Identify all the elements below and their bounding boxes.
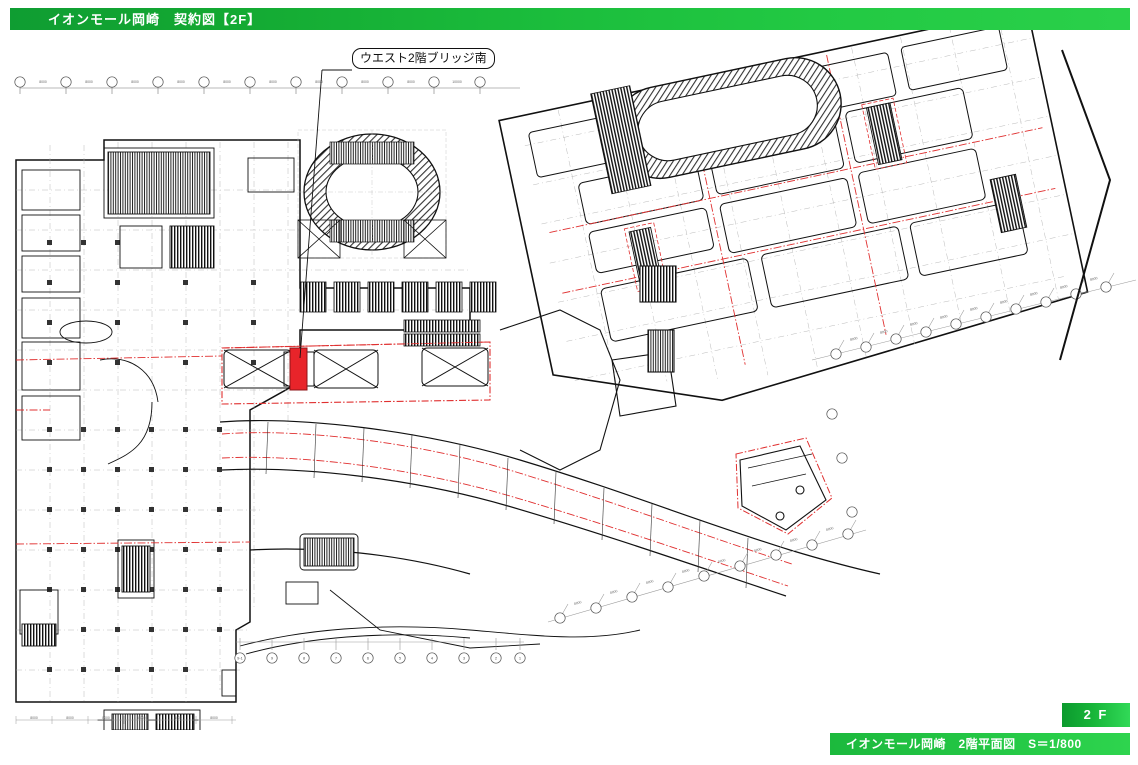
svg-text:7: 7 [335,656,338,661]
lease-unit-band[interactable] [221,319,491,405]
svg-text:9-1: 9-1 [237,656,244,661]
floor-badge-label: 2 F [1083,707,1109,722]
svg-text:8000: 8000 [223,80,231,84]
mall-lease-lines [15,341,793,587]
north-parking-ramp [590,56,842,195]
svg-text:8000: 8000 [269,80,277,84]
highlighted-contract-unit[interactable] [289,347,308,391]
svg-text:8000: 8000 [1060,284,1068,290]
callout-label: ウエスト2階ブリッジ南 [352,48,495,69]
svg-text:8000: 8000 [682,568,690,574]
svg-text:8000: 8000 [610,589,618,595]
lower-right-diagonal-axis: 8000 8000 8000 8000 8000 8000 8000 8000 [547,519,867,624]
south-entry-lease [735,437,833,535]
floor-plan-drawing[interactable]: 8000 8000 8000 8000 8000 8000 8000 8000 8000 1… [0,30,1138,730]
svg-text:2: 2 [495,656,498,661]
svg-text:8000: 8000 [315,80,323,84]
corridor-tenant-cells [265,421,749,589]
svg-text:8000: 8000 [131,80,139,84]
svg-text:8000: 8000 [30,716,38,720]
svg-text:8000: 8000 [85,80,93,84]
footer-bar [830,733,1130,755]
diagonal-connector [499,265,827,531]
west-wing-rooms [19,147,295,730]
svg-text:8000: 8000 [102,716,110,720]
svg-text:8000: 8000 [646,579,654,585]
svg-text:8000: 8000 [177,80,185,84]
svg-text:8000: 8000 [880,329,888,335]
east-perimeter-wall [1059,49,1112,361]
svg-text:8000: 8000 [407,80,415,84]
svg-text:9: 9 [271,656,274,661]
svg-text:8000: 8000 [970,306,978,312]
callout-leader-line [299,69,352,359]
page-title: イオンモール岡崎 契約図【2F】 [48,12,262,27]
west-stair-cores [299,281,497,313]
svg-text:8000: 8000 [39,80,47,84]
svg-text:8000: 8000 [574,600,582,606]
svg-text:8000: 8000 [910,321,918,327]
svg-text:1: 1 [519,656,522,661]
svg-text:8000: 8000 [790,537,798,543]
svg-text:8000: 8000 [754,547,762,553]
svg-text:8000: 8000 [718,558,726,564]
svg-text:8000: 8000 [850,336,858,342]
header-bar [10,8,1130,30]
oval-ramp-structure [297,129,447,259]
bottom-left-dimension-axis: 8000 8000 8000 8000 8000 8000 [15,716,236,724]
svg-text:8000: 8000 [1000,299,1008,305]
svg-text:8000: 8000 [826,526,834,532]
structural-columns [47,240,256,672]
svg-text:8: 8 [303,656,306,661]
svg-text:8000: 8000 [174,716,182,720]
svg-text:8000: 8000 [361,80,369,84]
footer-title: イオンモール岡崎 2階平面図 S＝1/800 [846,737,1082,751]
right-diagonal-grid-axis: 8000 8000 8000 8000 8000 8000 8000 8000 … [811,272,1137,518]
svg-text:8000: 8000 [66,716,74,720]
bottom-grid-axis: 9-1 9 8 7 6 5 4 3 2 1 [234,638,526,664]
floor-plan-svg[interactable]: 8000 8000 8000 8000 8000 8000 8000 8000 8000 1… [0,30,1138,730]
south-shop-row [239,533,641,655]
svg-text:8000: 8000 [138,716,146,720]
svg-text:3: 3 [463,656,466,661]
svg-text:6: 6 [367,656,370,661]
svg-text:5: 5 [399,656,402,661]
top-dimension-axis: 8000 8000 8000 8000 8000 8000 8000 8000 8000 1… [14,76,520,94]
svg-text:4: 4 [431,656,434,661]
svg-text:8000: 8000 [1030,291,1038,297]
svg-text:8000: 8000 [940,314,948,320]
svg-text:8000: 8000 [210,716,218,720]
svg-text:10000: 10000 [452,80,462,84]
floor-badge: 2 F [1062,703,1130,727]
svg-text:8000: 8000 [1090,276,1098,282]
mall-corridor [219,420,881,597]
